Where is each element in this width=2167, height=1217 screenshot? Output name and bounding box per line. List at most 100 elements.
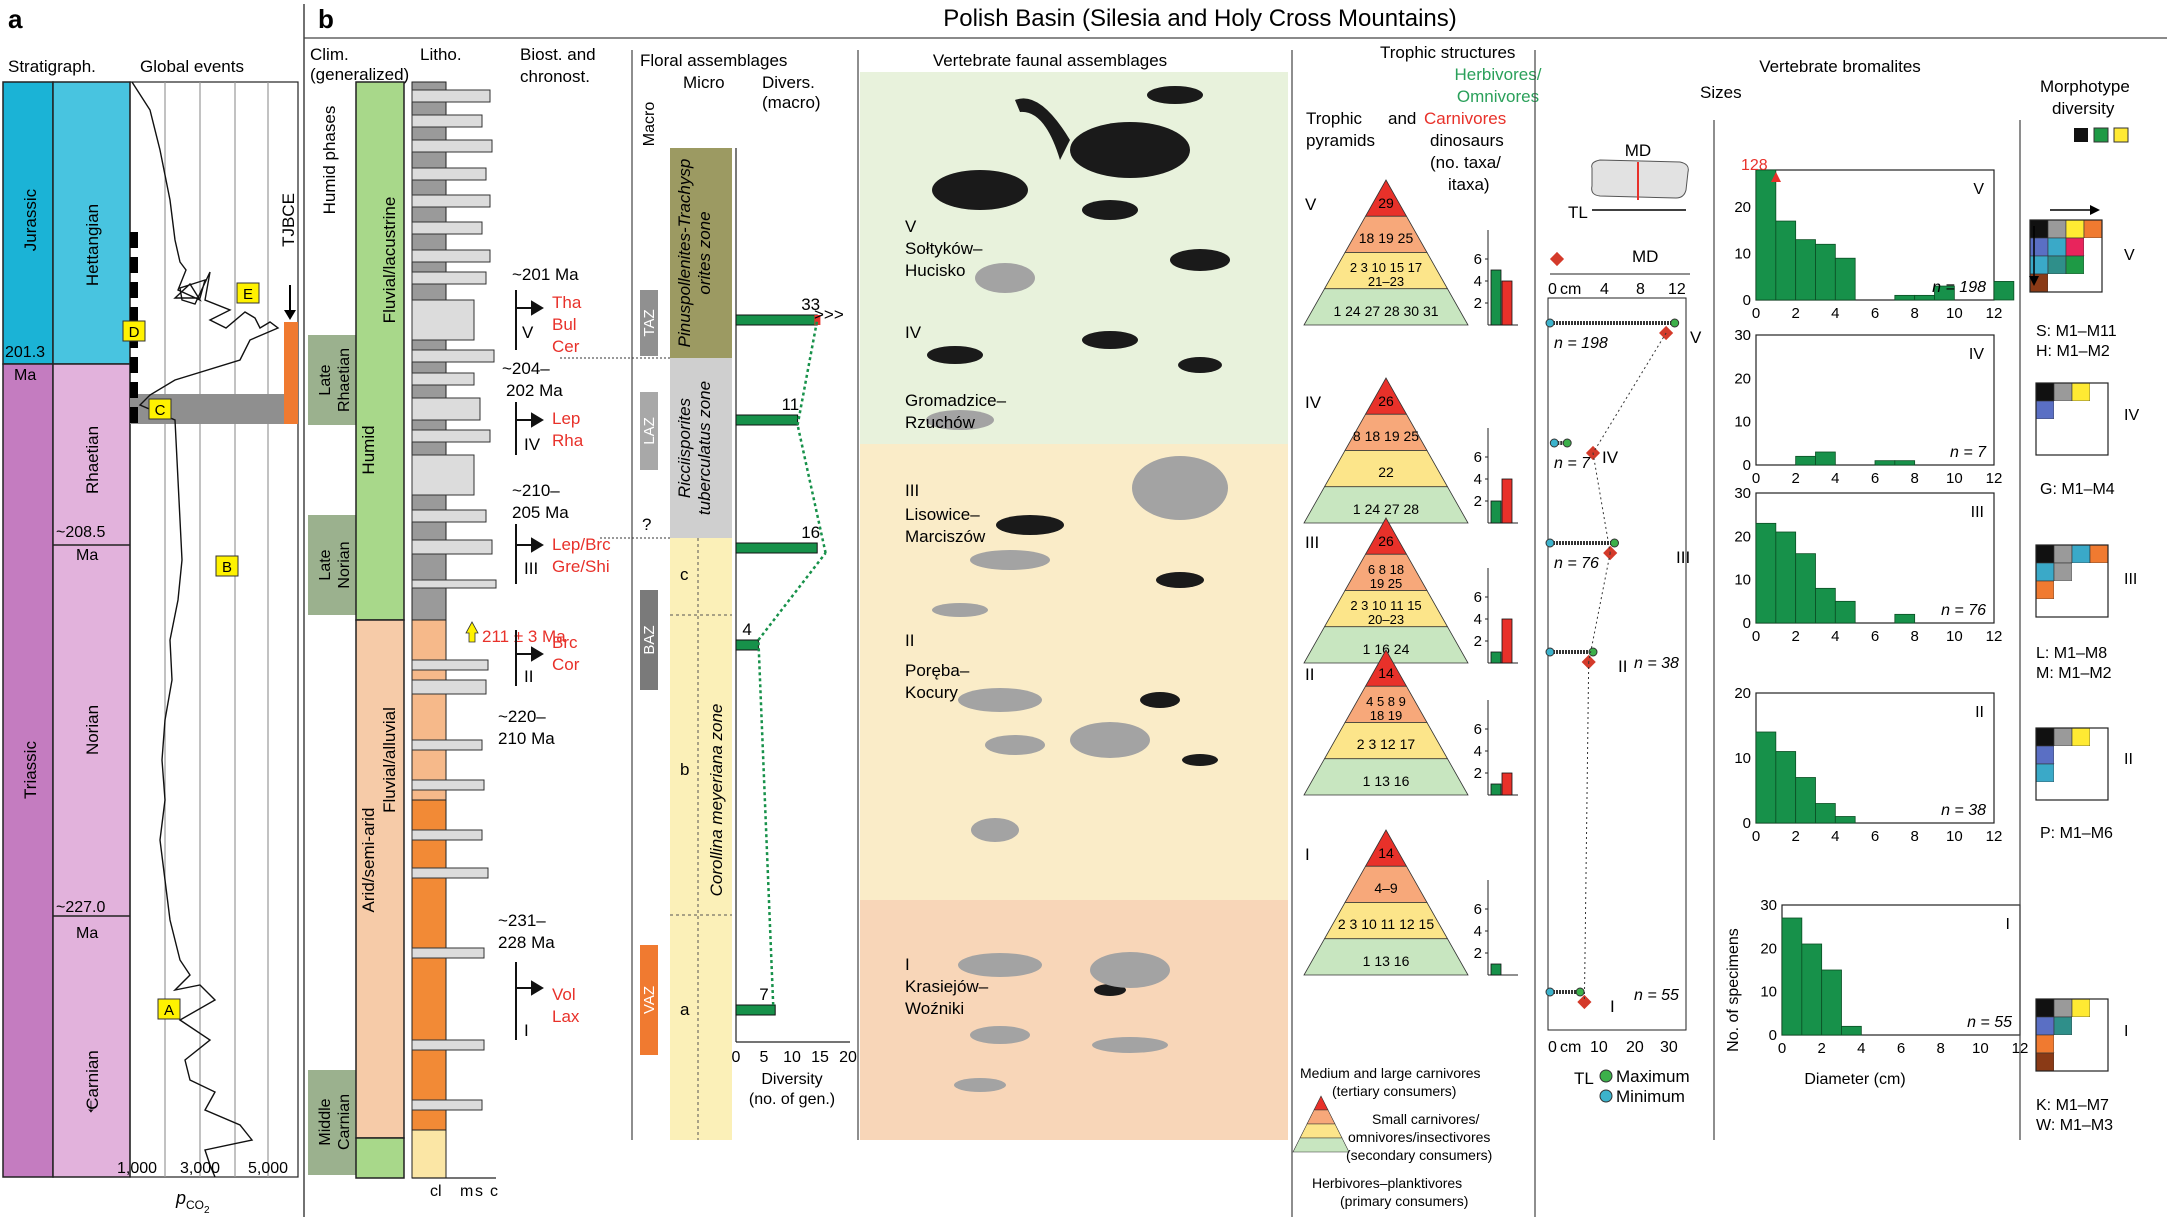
dinosaur-silhouette: [1070, 122, 1190, 178]
humid-climate-band: [355, 81, 405, 621]
fauna-header: Vertebrate faunal assemblages: [933, 51, 1167, 70]
legend-small-3: (secondary consumers): [1346, 1147, 1492, 1163]
histogram-level-label: III: [1971, 504, 1984, 521]
event-box-b: [215, 555, 239, 577]
diversity-tick-15: 15: [811, 1049, 829, 1066]
trophic-header: Trophic structures: [1380, 43, 1515, 62]
trophic-bar-tick: 2: [1474, 633, 1482, 650]
histogram-level-label: V: [1973, 181, 1984, 198]
tl-legend-min: Minimum: [1616, 1087, 1685, 1106]
histogram-xtick: 10: [1946, 628, 1963, 645]
triassic-label: Triassic: [21, 741, 40, 799]
vertebrate-silhouette: [970, 550, 1050, 570]
morphotype-cell: [2035, 763, 2055, 783]
pyramid-base-taxa: 1 24 27 28: [1353, 501, 1419, 517]
pyramid-level-label: IV: [1305, 393, 1322, 412]
histogram-xtick: 8: [1910, 828, 1918, 845]
level-v-label: V: [522, 323, 534, 342]
trophic-herb-header: Herbivores/: [1455, 65, 1542, 84]
trophic-and-header: and: [1388, 109, 1416, 128]
subzone-a: a: [680, 1000, 690, 1019]
age-204: ~204–: [502, 359, 550, 378]
histogram-bar: [1795, 455, 1816, 466]
trophic-bar-tick: 4: [1474, 273, 1482, 290]
trophic-bar-tick: 4: [1474, 471, 1482, 488]
event-box-e-label: E: [243, 286, 253, 303]
tl-level-label: I: [1610, 997, 1615, 1016]
morphotype-cell: [2035, 727, 2055, 747]
litho-bed: [411, 509, 487, 523]
morphotype-cell: [2071, 727, 2091, 747]
histogram-ytick: 10: [1734, 246, 1751, 263]
md-tick-cm: cm: [1560, 281, 1581, 298]
morphotype-cell: [2090, 764, 2108, 782]
pco2-tick-5000: 5,000: [248, 1160, 288, 1177]
legend-pyramid-base: [1292, 1137, 1350, 1153]
histogram-ytick: 0: [1743, 815, 1751, 832]
tl-xtick-0: 0: [1548, 1039, 1557, 1056]
histogram-ytick: 20: [1734, 685, 1751, 702]
morphotype-cell: [2072, 1035, 2090, 1053]
morphotype-cell: [2072, 782, 2090, 800]
morphotype-cell: [2035, 1016, 2055, 1036]
pyramid-low-taxa: 22: [1378, 464, 1394, 480]
floral-micro-header: Micro: [683, 73, 725, 92]
morphotype-cell: [2090, 1017, 2108, 1035]
litho-header: Litho.: [420, 45, 462, 64]
diversity-connector: [757, 639, 775, 1006]
vertebrate-silhouette: [1070, 722, 1150, 758]
pco2-chart: TJBCE A B C D E: [122, 81, 299, 1178]
boundary-227-unit: Ma: [76, 925, 98, 942]
taxon-bul: Bul: [552, 315, 577, 334]
tl-min-marker: [1599, 1089, 1613, 1103]
morphotype-cell: [2065, 237, 2085, 257]
biostrat-taxa: Tha Bul Cer Lep Rha Lep/Brc Gre/Shi Brc …: [552, 293, 611, 1026]
morphotype-cell: [2053, 562, 2073, 582]
morphotype-cell: [2035, 1034, 2055, 1054]
histogram-xlabel: Diameter (cm): [1804, 1071, 1905, 1088]
corollina-zone: [670, 538, 732, 1140]
litho-bed: [411, 829, 483, 841]
event-box-c-label: C: [155, 402, 166, 419]
event-box-d-label: D: [129, 324, 140, 341]
trophic-bar-tick: 2: [1474, 765, 1482, 782]
dinosaur-silhouette: [1147, 86, 1203, 104]
histogram-bar: [1815, 243, 1836, 301]
morphotype-cell: [2054, 746, 2072, 764]
jurassic-label: Jurassic: [21, 188, 40, 251]
pinuspollenites-label-2: orites zone: [695, 211, 714, 294]
floral-header: Floral assemblages: [640, 51, 787, 70]
laz-label: LAZ: [641, 417, 658, 445]
tl-max-point: [1575, 987, 1585, 997]
morphotype-grid-frame: [2029, 219, 2103, 293]
histogram-ytick: 20: [1734, 528, 1751, 545]
late-norian-phase: [308, 515, 356, 615]
taxon-lax: Lax: [552, 1007, 580, 1026]
tl-max-point: [1610, 538, 1619, 548]
histogram-ytick: 30: [1760, 897, 1777, 914]
pyramid-tier: [1303, 288, 1469, 326]
morphotype-cell: [2053, 998, 2073, 1018]
morphotype-cell: [2090, 581, 2108, 599]
clim-header: Clim.: [310, 45, 349, 64]
morphotype-cell: [2047, 219, 2067, 239]
chronostrat: ~201 Ma ~204– 202 Ma ~210– 205 Ma ~220– …: [465, 265, 579, 952]
pinuspollenites-zone: [670, 148, 732, 358]
morphotype-cell: [2029, 255, 2049, 275]
arid-label: Arid/semi-arid: [359, 808, 378, 913]
litho-bed: [411, 1039, 485, 1051]
morphotype-cell: [2089, 544, 2109, 564]
vertebrate-silhouette: [971, 818, 1019, 842]
pyramid-mid-taxa: 6 8 18: [1368, 562, 1404, 577]
morphotype-cell: [2036, 419, 2054, 437]
bromalite-size-diagram: MD TL MD 0 cm 4 8 12: [1548, 141, 1690, 298]
litho-bed: [411, 299, 475, 341]
tl-xtick-30: 30: [1660, 1039, 1678, 1056]
legend-small-2: omnivores/insectivores: [1348, 1129, 1490, 1145]
fauna-site-iv-2: Rzuchów: [905, 413, 976, 432]
pyramid-mid-taxa: 8 18 19 25: [1353, 428, 1419, 444]
pyramid-level-label: II: [1305, 665, 1314, 684]
histogram-ytick: 0: [1769, 1027, 1777, 1044]
chronost-header: chronost.: [520, 67, 590, 86]
dinosaur-silhouette: [1170, 249, 1230, 271]
